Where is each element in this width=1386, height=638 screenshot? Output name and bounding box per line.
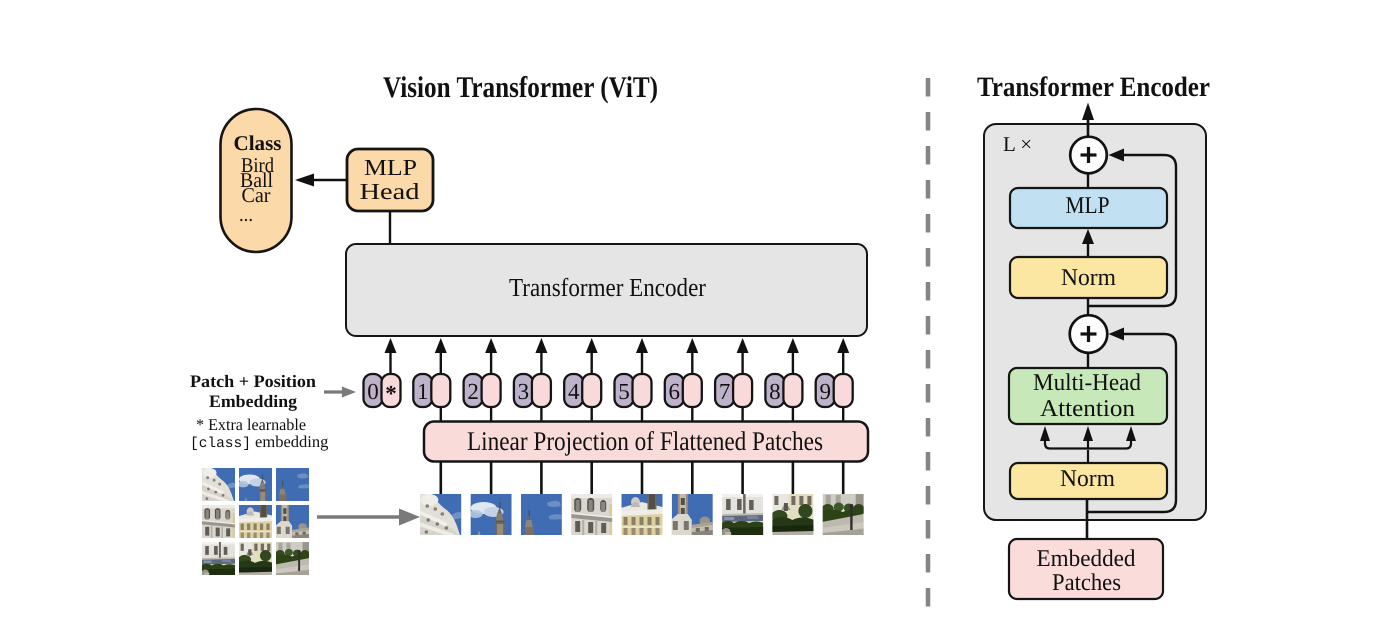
svg-text:0: 0	[367, 379, 379, 404]
svg-text:6: 6	[669, 379, 681, 404]
svg-text:Patches: Patches	[1052, 570, 1121, 596]
svg-text:2: 2	[467, 379, 479, 404]
svg-text:4: 4	[568, 379, 580, 404]
svg-text:Transformer Encoder: Transformer Encoder	[977, 72, 1210, 103]
svg-text:[class] embedding: [class] embedding	[190, 432, 328, 452]
svg-text:5: 5	[618, 379, 630, 404]
svg-text:9: 9	[819, 379, 831, 404]
svg-text:Transformer Encoder: Transformer Encoder	[509, 273, 706, 302]
svg-text:3: 3	[518, 379, 530, 404]
svg-text:Multi-Head: Multi-Head	[1033, 370, 1141, 396]
svg-text:Embedding: Embedding	[209, 391, 297, 411]
svg-text:L ×: L ×	[1003, 132, 1032, 156]
svg-text:Vision Transformer (ViT): Vision Transformer (ViT)	[383, 71, 658, 104]
svg-text:1: 1	[417, 379, 429, 404]
svg-text:Head: Head	[360, 179, 421, 204]
svg-text:Norm: Norm	[1061, 265, 1116, 291]
svg-text:Bird: Bird	[241, 153, 274, 177]
svg-text:* Extra learnable: * Extra learnable	[196, 415, 306, 434]
svg-text:Attention: Attention	[1040, 396, 1135, 422]
svg-text:8: 8	[769, 379, 781, 404]
svg-text:*: *	[385, 381, 397, 406]
svg-text:Linear Projection of Flattened: Linear Projection of Flattened Patches	[467, 426, 823, 456]
svg-text:Car: Car	[242, 183, 271, 207]
svg-text:...: ...	[239, 202, 253, 226]
svg-text:Patch + Position: Patch + Position	[190, 371, 316, 391]
svg-text:Embedded: Embedded	[1037, 546, 1136, 572]
svg-text:7: 7	[719, 379, 731, 404]
svg-text:Class: Class	[234, 131, 282, 155]
svg-text:MLP: MLP	[364, 155, 417, 180]
svg-text:Norm: Norm	[1060, 466, 1115, 492]
svg-text:MLP: MLP	[1066, 193, 1110, 219]
svg-text:Ball: Ball	[240, 168, 273, 192]
